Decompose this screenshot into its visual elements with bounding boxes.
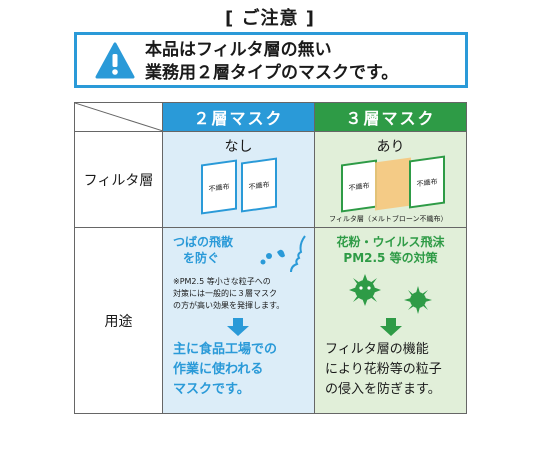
outer-sheet-2: 不織布 — [241, 157, 277, 213]
filter-none-label: なし — [224, 139, 253, 155]
use-3layer-summary: フィルタ層の機能 により花粉等の粒子 の侵入を防ぎます。 — [325, 342, 442, 397]
use-2layer-cell: つばの飛散 を防ぐ ※PM2.5 等小さな粒子への 対策には一般的に３層マスク … — [162, 227, 315, 414]
notice-line-2: 業務用２層タイプのマスクです。 — [145, 63, 399, 83]
diagonal-line — [75, 103, 163, 131]
notice-line-1: 本品はフィルタ層の無い — [145, 40, 332, 60]
filter-2layer-cell: なし 不織布 不織布 — [162, 131, 315, 228]
header-2layer: ２層マスク — [162, 102, 315, 132]
outer-sheet-3: 不織布 — [341, 159, 377, 213]
corner-cell — [74, 102, 163, 132]
notice-text: 本品はフィルタ層の無い 業務用２層タイプのマスクです。 — [145, 39, 398, 85]
arrow-down-icon — [227, 318, 249, 336]
notice-heading: [ ご注意 ] — [225, 8, 315, 29]
arrow-down-icon-2 — [380, 318, 402, 336]
use-2layer-summary: 主に食品工場での 作業に使われる マスクです。 — [173, 342, 278, 397]
filter-caption: フィルタ層（メルトブローン不織布） — [329, 215, 448, 223]
filter-present-label: あり — [376, 139, 405, 155]
use-2layer-title: つばの飛散 を防ぐ — [173, 235, 234, 265]
header-3layer: ３層マスク — [314, 102, 467, 132]
filter-3layer-cell: あり 不織布 不織布 フィルタ層（メルトブローン不織布） — [314, 131, 467, 228]
virus-icon — [349, 274, 381, 306]
filter-layer-sheet — [375, 157, 411, 211]
comparison-table: ２層マスク ３層マスク フィルタ層 なし 不織布 不織布 あり 不織布 不織布 … — [74, 102, 467, 414]
face-spray-icon — [260, 235, 306, 273]
use-3layer-title: 花粉・ウイルス飛沫 PM2.5 等の対策 — [336, 235, 445, 265]
pollen-icon — [404, 286, 432, 314]
use-2layer-note: ※PM2.5 等小さな粒子への 対策には一般的に３層マスク の方が高い効果を発揮… — [173, 277, 285, 310]
outer-sheet-1: 不織布 — [201, 159, 237, 215]
row-label-use: 用途 — [74, 227, 163, 414]
warning-icon — [95, 42, 135, 79]
use-3layer-cell: 花粉・ウイルス飛沫 PM2.5 等の対策 フィルタ層の機能 により花粉等の粒 — [314, 227, 467, 414]
notice-box: 本品はフィルタ層の無い 業務用２層タイプのマスクです。 — [74, 32, 468, 88]
outer-sheet-4: 不織布 — [409, 155, 445, 209]
row-label-filter: フィルタ層 — [74, 131, 163, 228]
